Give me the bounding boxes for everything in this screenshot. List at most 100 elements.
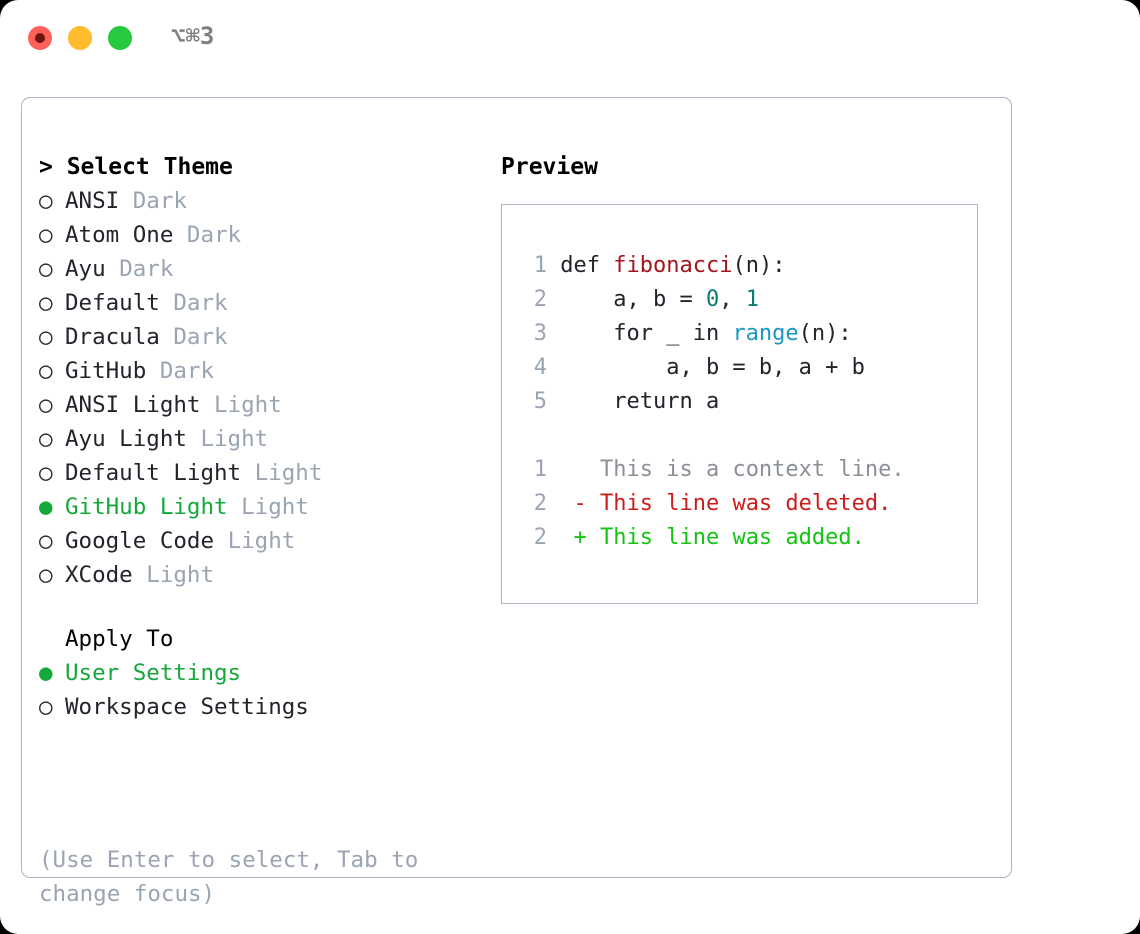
code-token-plain: a, b = b, a + b	[560, 355, 865, 380]
apply-to-section: Apply To ● User Settings ○ Workspace Settin…	[39, 622, 479, 724]
radio-unselected-icon: ○	[39, 426, 53, 452]
theme-name: ANSI	[65, 188, 133, 214]
theme-variant-tag: Light	[241, 494, 309, 520]
theme-list[interactable]: ○ANSI Dark○Atom One Dark○Ayu Dark○Defaul…	[39, 184, 479, 592]
code-token-plain: (n):	[798, 321, 852, 346]
theme-list-item[interactable]: ○Default Light Light	[39, 456, 479, 490]
keyboard-hint-text: (Use Enter to select, Tab to change focu…	[39, 847, 419, 907]
apply-to-option[interactable]: ○ Workspace Settings	[39, 690, 479, 724]
code-token-plain: a, b =	[560, 287, 706, 312]
theme-list-item[interactable]: ○ Dracula Dark	[39, 320, 479, 354]
code-token-plain: (n):	[732, 253, 786, 278]
diff-marker: -	[547, 491, 587, 516]
code-line: 1 def fibonacci(n):	[523, 249, 977, 283]
theme-name: GitHub	[65, 358, 160, 384]
theme-list-item[interactable]: ○Ayu Light Light	[39, 422, 479, 456]
theme-variant-tag: Dark	[119, 256, 174, 282]
radio-selected-icon: ●	[39, 494, 53, 520]
theme-variant-tag: Dark	[159, 358, 215, 384]
code-token-fn: fibonacci	[613, 253, 733, 278]
code-line: 4 a, b = b, a + b	[523, 351, 977, 385]
theme-name: Google Code	[65, 528, 228, 554]
line-number: 1	[533, 457, 547, 482]
radio-unselected-icon: ○	[39, 256, 53, 282]
diff-text: This line was deleted.	[586, 491, 892, 516]
theme-name: Ayu	[65, 256, 120, 282]
title-bar: ⌥⌘3	[0, 0, 1140, 78]
radio-unselected-icon: ○	[39, 392, 53, 418]
theme-name: Ayu Light	[65, 426, 201, 452]
code-token-plain: def	[560, 253, 614, 278]
theme-list-item[interactable]: ○ Google Code Light	[39, 524, 479, 558]
code-line: 3 for _ in range(n):	[523, 317, 977, 351]
maximize-window-button[interactable]	[108, 26, 132, 50]
code-token-num: 0	[705, 287, 720, 312]
line-number: 1	[533, 253, 547, 278]
keyboard-shortcut-label: ⌥⌘3	[171, 22, 215, 50]
diff-sample: 1 This is a context line.2 - This line w…	[523, 453, 977, 555]
code-line: 2 a, b = 0, 1	[523, 283, 977, 317]
theme-list-item[interactable]: ○ Ayu Dark	[39, 252, 479, 286]
apply-to-heading: Apply To	[65, 626, 174, 652]
code-token-plain: return a	[560, 389, 720, 414]
theme-list-item[interactable]: ○Default Dark	[39, 286, 479, 320]
theme-list-item[interactable]: ○ANSI Dark	[39, 184, 479, 218]
apply-to-option[interactable]: ● User Settings	[39, 656, 479, 690]
theme-list-item[interactable]: ○ GitHub Dark	[39, 354, 479, 388]
diff-line: 1 This is a context line.	[523, 453, 977, 487]
apply-to-option-label: Workspace Settings	[65, 694, 309, 720]
radio-unselected-icon: ○	[39, 358, 53, 384]
theme-list-item[interactable]: ○ANSI Light Light	[39, 388, 479, 422]
code-gutter-space	[547, 389, 560, 414]
code-gutter-space	[547, 355, 560, 380]
theme-variant-tag: Light	[146, 562, 215, 588]
theme-variant-tag: Light	[254, 460, 323, 486]
theme-name: Dracula	[65, 324, 174, 350]
radio-selected-icon: ●	[39, 660, 53, 686]
radio-unselected-icon: ○	[39, 324, 53, 350]
theme-variant-tag: Dark	[173, 324, 228, 350]
radio-unselected-icon: ○	[39, 694, 53, 720]
theme-variant-tag: Dark	[186, 222, 242, 248]
theme-variant-tag: Light	[227, 528, 296, 554]
code-token-num: 1	[745, 287, 759, 312]
apply-to-list[interactable]: ● User Settings ○ Workspace Settings	[39, 656, 479, 724]
radio-unselected-icon: ○	[39, 562, 53, 588]
preview-column: Preview 1 def fibonacci(n):2 a, b = 0, 1…	[501, 150, 991, 604]
diff-line: 2 + This line was added.	[523, 521, 977, 555]
radio-unselected-icon: ○	[39, 222, 53, 248]
code-token-builtin: range	[732, 321, 799, 346]
line-number: 2	[533, 525, 547, 550]
line-number: 5	[533, 389, 547, 414]
code-token-plain: ,	[719, 287, 746, 312]
theme-list-item[interactable]: ● GitHub Light Light	[39, 490, 479, 524]
preview-heading: Preview	[501, 154, 598, 180]
radio-unselected-icon: ○	[39, 290, 53, 316]
code-gutter-space	[547, 321, 560, 346]
code-gutter-space	[547, 287, 560, 312]
theme-variant-tag: Dark	[173, 290, 228, 316]
line-number: 2	[533, 491, 547, 516]
code-token-plain: for _ in	[560, 321, 733, 346]
diff-marker	[547, 457, 587, 482]
main-panel: > Select Theme ○ANSI Dark○Atom One Dark○…	[21, 97, 1012, 907]
diff-line: 2 - This line was deleted.	[523, 487, 977, 521]
theme-name: GitHub Light	[65, 494, 242, 520]
theme-name: XCode	[65, 562, 147, 588]
code-spacer	[523, 419, 977, 453]
select-theme-heading: > Select Theme	[39, 154, 233, 180]
diff-marker: +	[547, 525, 587, 550]
line-number: 3	[533, 321, 547, 346]
minimize-window-button[interactable]	[68, 26, 92, 50]
theme-list-item[interactable]: ○ XCode Light	[39, 558, 479, 592]
diff-text: This line was added.	[586, 525, 865, 550]
apply-to-option-label: User Settings	[65, 660, 242, 686]
code-line: 5 return a	[523, 385, 977, 419]
radio-unselected-icon: ○	[39, 188, 53, 214]
radio-unselected-icon: ○	[39, 528, 53, 554]
close-window-indicator-icon	[35, 33, 45, 43]
radio-unselected-icon: ○	[39, 460, 53, 486]
line-number: 4	[533, 355, 547, 380]
theme-list-item[interactable]: ○Atom One Dark	[39, 218, 479, 252]
